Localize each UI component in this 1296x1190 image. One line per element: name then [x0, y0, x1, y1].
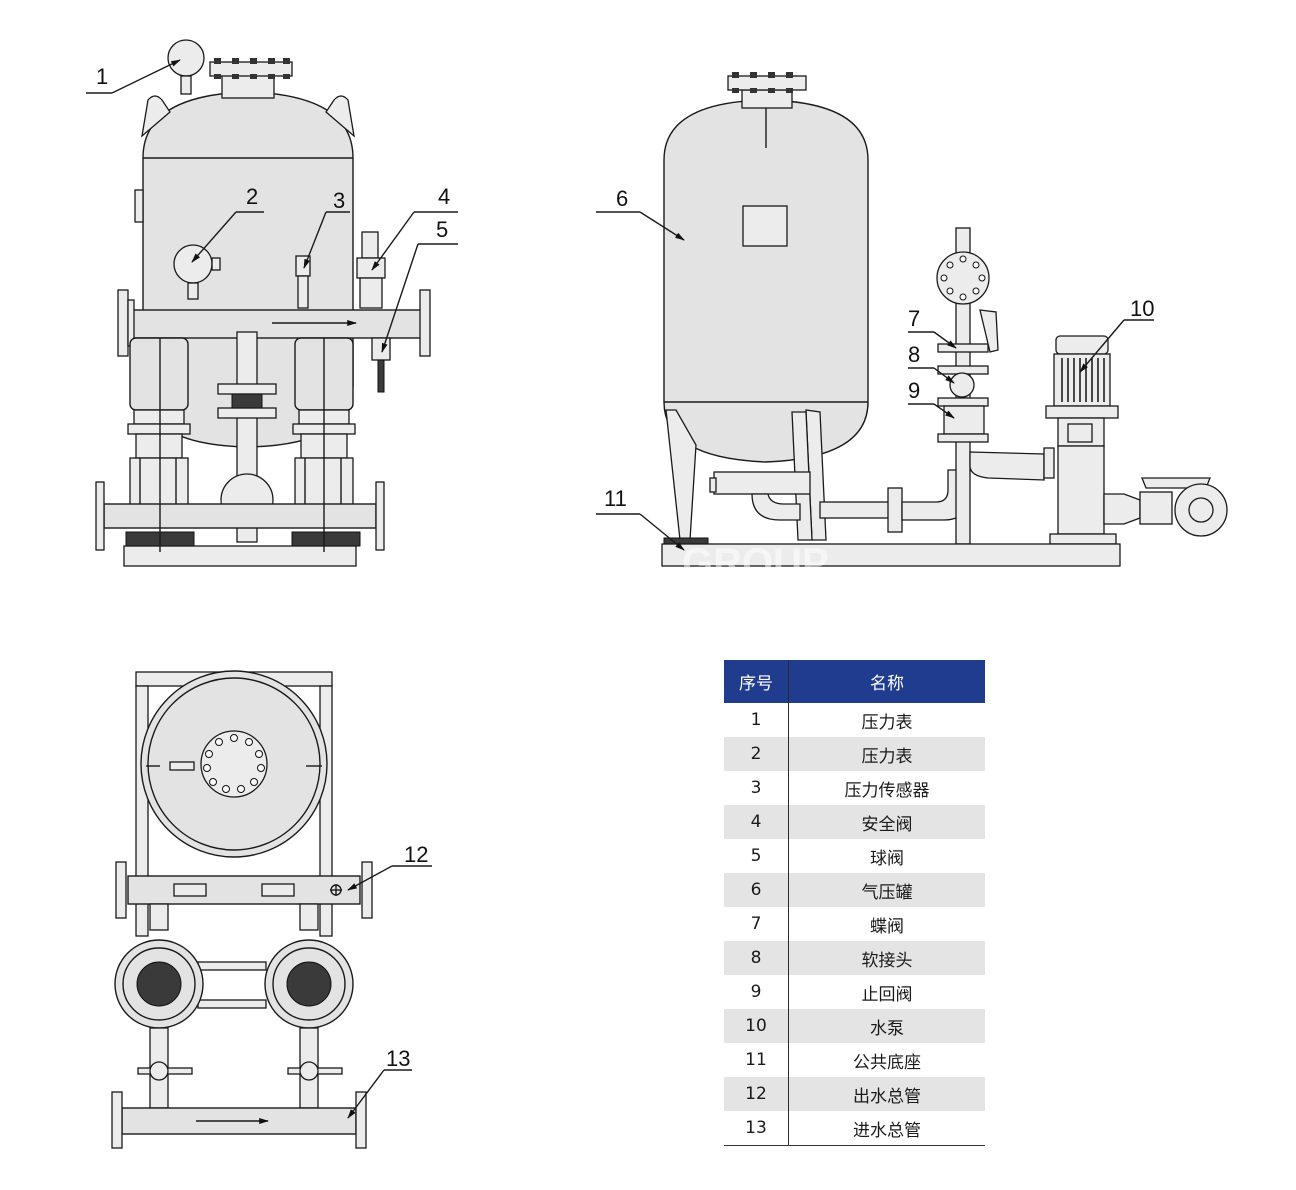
callout-11: 11	[604, 486, 627, 511]
top-view	[111, 670, 373, 1149]
header-number: 序号	[724, 660, 789, 703]
callout-12: 12	[404, 842, 428, 867]
callout-8: 8	[908, 342, 920, 367]
callout-9: 9	[908, 378, 920, 403]
table-header-row: 序号 名称	[724, 660, 985, 703]
callout-6: 6	[616, 186, 628, 211]
callout-3: 3	[333, 188, 345, 213]
front-view	[95, 39, 431, 567]
pump-side	[1045, 335, 1119, 545]
callout-2: 2	[246, 184, 258, 209]
watermark: GROUP	[682, 541, 829, 585]
callout-1: 1	[96, 64, 108, 89]
callout-10: 10	[1130, 296, 1154, 321]
callout-4: 4	[438, 184, 450, 209]
left-motor-fan-icon	[136, 961, 182, 1007]
right-motor-fan-icon	[286, 961, 332, 1007]
side-pressure-gauge-icon	[173, 244, 213, 284]
header-name: 名称	[788, 660, 985, 703]
callouts: 1 2 3 4 5 6 7 8 9 10 11 12 13	[86, 59, 1154, 1119]
left-pump-front	[127, 337, 191, 507]
callout-13: 13	[386, 1046, 410, 1071]
top-pressure-gauge-icon	[167, 39, 205, 77]
callout-5: 5	[436, 217, 448, 242]
callout-7: 7	[908, 306, 920, 331]
side-view: GROUP	[661, 72, 1228, 585]
tank-side	[663, 99, 869, 463]
